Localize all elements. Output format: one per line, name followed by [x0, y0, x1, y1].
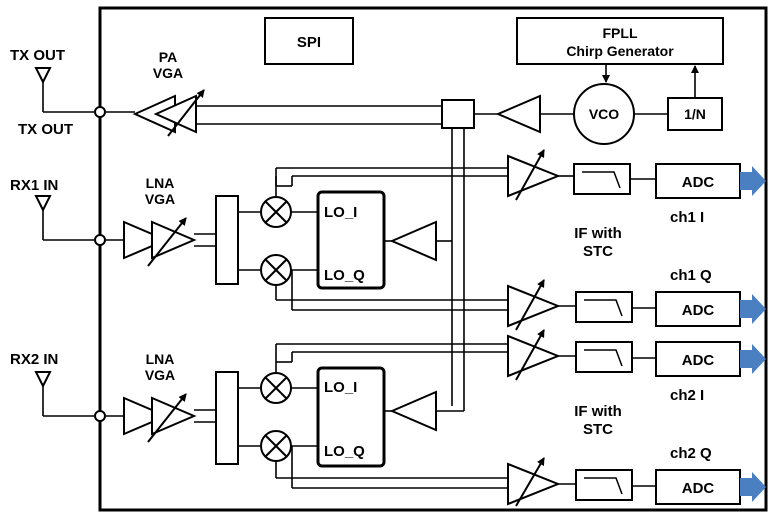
ch1-q-label: ch1 Q	[670, 267, 712, 284]
rx2-if-label: IF with	[574, 403, 622, 420]
rx2-i-lowpass-filter	[575, 341, 633, 373]
tx-pin	[94, 106, 106, 118]
adc-ch2-q-label: ADC	[682, 480, 715, 497]
rx2-antenna-icon	[34, 371, 94, 417]
rx2-q-if-amplifier-icon	[507, 457, 561, 507]
rx2-splitter	[215, 371, 239, 465]
rx1-lna-label: LNA	[146, 175, 175, 191]
fpll-label: FPLL	[603, 25, 638, 41]
pa-label: PA	[159, 49, 177, 65]
rx2-mixer-i-icon	[260, 372, 292, 404]
rx1-i-lowpass-filter	[573, 163, 631, 195]
rx1-lo-quadrature-block: LO_I LO_Q	[316, 190, 386, 290]
ch1-q-output-arrow-icon	[740, 294, 766, 324]
vco-label: VCO	[589, 106, 619, 122]
adc-ch2-i-label: ADC	[682, 352, 715, 369]
rx2-input-label: RX2 IN	[10, 351, 58, 368]
rx2-i-if-amplifier-icon	[507, 329, 561, 381]
rx1-q-if-amplifier-icon	[507, 279, 561, 331]
rx2-pin	[94, 410, 106, 422]
divider-block: 1/N	[667, 97, 723, 131]
ch2-i-output-arrow-icon	[740, 344, 766, 374]
adc-ch2-q: ADC	[655, 469, 741, 505]
rx2-lo-buffer-icon	[389, 390, 437, 432]
tx-antenna-label: TX OUT	[10, 47, 65, 64]
tx-pin-label: TX OUT	[18, 121, 73, 138]
rx2-lo-i-label: LO_I	[324, 379, 357, 396]
adc-ch1-q-label: ADC	[682, 302, 715, 319]
adc-ch1-i: ADC	[655, 163, 741, 199]
adc-ch1-q: ADC	[655, 291, 741, 327]
divider-label: 1/N	[684, 106, 706, 122]
rx1-antenna-icon	[34, 195, 94, 241]
rx1-pin	[94, 234, 106, 246]
rx1-lo-q-label: LO_Q	[324, 267, 365, 284]
rx2-vga-label: VGA	[145, 367, 175, 383]
rx1-lo-i-label: LO_I	[324, 204, 357, 221]
rx1-lna-vga-amplifier-icon	[123, 217, 197, 267]
rx1-mixer-i-icon	[260, 196, 292, 228]
adc-ch2-i: ADC	[655, 341, 741, 377]
lo-buffer-amp-icon	[495, 94, 541, 134]
ch2-q-label: ch2 Q	[670, 445, 712, 462]
rx1-i-if-amplifier-icon	[507, 149, 561, 201]
spi-block: SPI	[264, 17, 354, 65]
rx2-q-lowpass-filter	[575, 469, 633, 501]
rx1-lo-buffer-icon	[389, 220, 437, 262]
rx1-splitter	[215, 195, 239, 285]
rx2-mixer-q-icon	[260, 430, 292, 462]
rx2-stc-label: STC	[583, 421, 613, 438]
spi-label: SPI	[297, 34, 321, 51]
rx1-q-lowpass-filter	[575, 291, 633, 323]
tx-antenna-icon	[34, 67, 94, 113]
fpll-block: FPLL Chirp Generator	[516, 17, 724, 65]
adc-ch1-i-label: ADC	[682, 174, 715, 191]
rx2-lo-q-label: LO_Q	[324, 443, 365, 460]
rx1-vga-label: VGA	[145, 191, 175, 207]
rx2-lna-vga-amplifier-icon	[123, 393, 197, 443]
pa-vga-label: VGA	[153, 65, 183, 81]
rx1-mixer-q-icon	[260, 254, 292, 286]
vco-block: VCO	[573, 83, 635, 145]
chirp-generator-label: Chirp Generator	[566, 43, 674, 59]
ch2-q-output-arrow-icon	[740, 472, 766, 502]
ch1-i-output-arrow-icon	[740, 166, 766, 196]
rx1-stc-label: STC	[583, 243, 613, 260]
rx1-input-label: RX1 IN	[10, 177, 58, 194]
rx2-lo-quadrature-block: LO_I LO_Q	[316, 366, 386, 468]
lo-splitter	[441, 99, 475, 129]
rx2-lna-label: LNA	[146, 351, 175, 367]
ch1-i-label: ch1 I	[670, 209, 704, 226]
chip-boundary	[98, 6, 768, 512]
rx1-if-label: IF with	[574, 225, 622, 242]
ch2-i-label: ch2 I	[670, 387, 704, 404]
pa-vga-amplifier-icon	[132, 89, 205, 137]
